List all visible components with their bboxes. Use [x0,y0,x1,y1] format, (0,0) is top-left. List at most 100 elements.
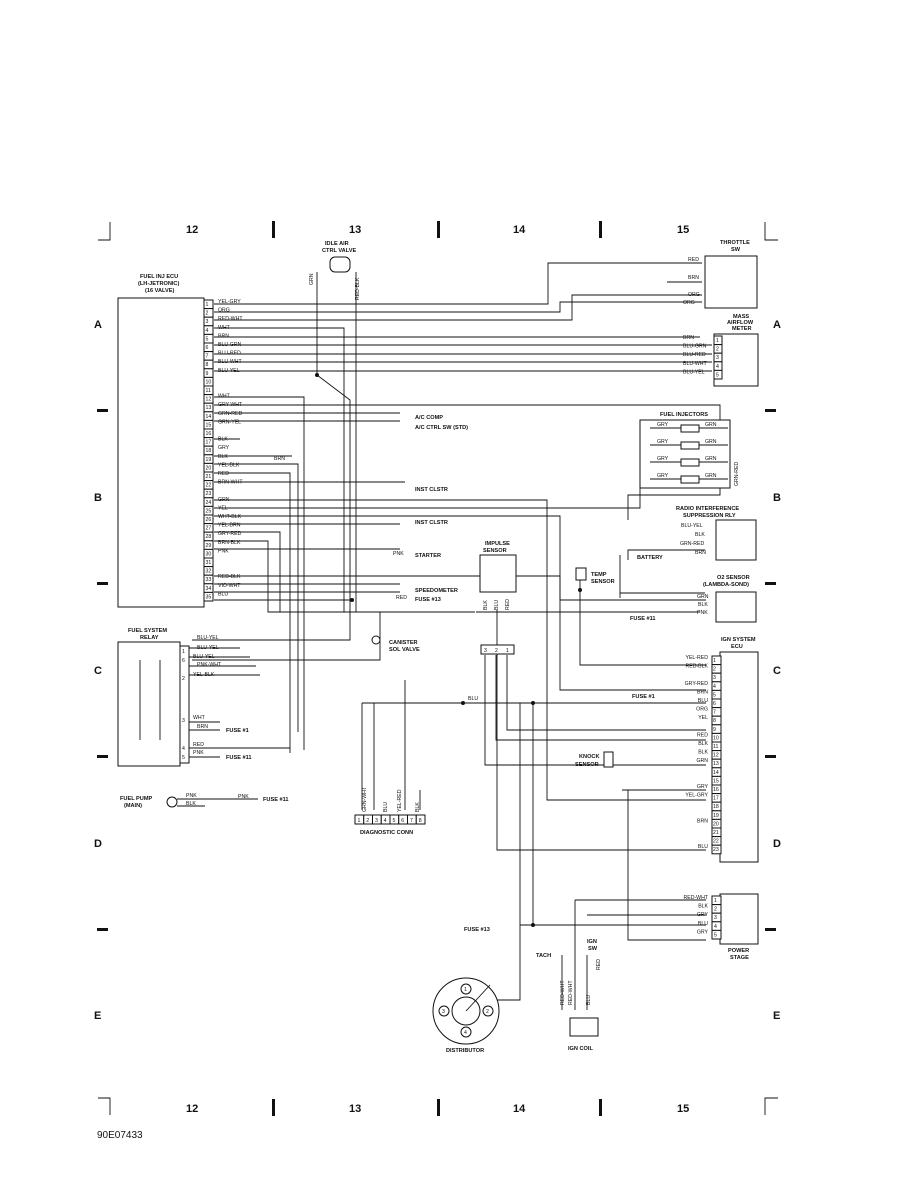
o2-title-1: O2 SENSOR [717,575,750,581]
ecu-pin-number: 23 [206,491,212,497]
injectors-side-wire: GRN-RED [734,462,740,486]
relay-title-1: FUEL SYSTEM [128,628,167,634]
tach-label: TACH [536,953,551,959]
diag-pin-number: 2 [366,818,369,824]
fuel-system-relay: FUEL SYSTEM RELAY 1 2 6 3 4 5 BLU-YEL BL… [117,628,290,767]
relay-pin-1: 1 [182,649,185,655]
radio-wire-2: BLK [695,532,705,538]
label-blu-junction: BLU [468,696,478,702]
ecu-pin-number: 24 [206,500,212,506]
label-fuse-13: FUSE #13 [415,597,441,603]
col-label-12-top: 12 [186,224,198,236]
ign-pin-number: 8 [713,718,716,724]
ign-ecu-title-2: ECU [731,644,743,650]
diag-title: DIAGNOSTIC CONN [360,830,413,836]
diag-pin-number: 5 [393,818,396,824]
temp-title-1: TEMP [591,572,607,578]
power-pin-number: 3 [714,915,717,921]
o2-fuse: FUSE #11 [630,616,656,622]
row-label-c-left: C [94,665,102,677]
o2-wire-1: GRN [697,594,709,600]
ecu-pin-wire: WHT-BLK [218,514,242,520]
ecu-pin-number: 20 [206,465,212,471]
knock-sensor: KNOCK SENSOR [575,751,614,768]
relay-pin-6: 6 [182,658,185,664]
wire-harness [192,262,721,1010]
ign-pin-wire: RED-BLK [686,664,709,670]
impulse-pin-1: 1 [506,648,509,654]
ign-pin-number: 22 [713,839,719,845]
corner-marks [97,221,778,1116]
ecu-pin-wire: YEL-GRY [218,299,241,305]
pump-title-1: FUEL PUMP [120,796,152,802]
col-label-13-bottom: 13 [349,1103,361,1115]
injector-left-wire: GRY [657,439,669,445]
impulse-title-1: IMPULSE [485,541,510,547]
impulse-wire-3: RED [505,599,511,610]
ign-pin-number: 2 [713,667,716,673]
ecu-pin-wire: PNK [218,548,229,554]
diag-wire-1: GRN-WHT [362,786,368,812]
power-pin-number: 1 [714,898,717,904]
label-ac-comp: A/C COMP [415,415,443,421]
ecu-pin-number: 27 [206,526,212,532]
ecu-pin-wire: BRN [218,333,229,339]
ign-pin-number: 12 [713,753,719,759]
battery-label: BATTERY [637,555,663,561]
ign-pin-wire: BLK [698,750,708,756]
ecu-pin-number: 7 [206,354,209,360]
row-label-b-right: B [773,492,781,504]
ecu-pin-number: 6 [206,345,209,351]
dist-terminal-1: 1 [464,987,467,993]
fuel-pump: FUEL PUMP (MAIN) PNK BLK PNK FUSE #11 [120,793,289,809]
diag-pin-number: 7 [410,818,413,824]
ign-pin-wire: GRY [697,784,709,790]
row-label-d-left: D [94,838,102,850]
power-title-2: STAGE [730,955,749,961]
throttle-title-2: SW [731,247,741,253]
maf-pin-wire: BLU-GRN [683,344,707,350]
pump-title-2: (MAIN) [124,803,142,809]
ecu-pin-number: 26 [206,517,212,523]
maf-title-3: METER [732,326,752,332]
row-label-e-right: E [773,1010,780,1022]
idle-air-wire-left: GRN [309,273,315,285]
pump-wire-3: PNK [238,794,249,800]
ecu-pin-number: 5 [206,336,209,342]
power-pin-box [711,929,722,940]
diag-pin-number: 8 [419,818,422,824]
knock-title-2: SENSOR [575,762,599,768]
label-inst-clstr-2: INST CLSTR [415,520,448,526]
ign-coil: RED-WHT RED-WHT BLU RED IGN COIL [560,959,602,1052]
ecu-pin-wire: VIO-WHT [218,583,241,589]
ecu-pin-wire: BRN-WHT [218,480,243,486]
ecu-pin-wire: GRN-YEL [218,419,241,425]
radio-interference-relay: RADIO INTERFERENCE SUPPRESSION RLY BLU-Y… [637,506,757,561]
ecu-pin-wire: RED-BLK [218,574,241,580]
relay-wire-6: WHT [193,715,206,721]
ign-pin-wire: ORG [696,707,708,713]
ign-pin-wire: BLK [698,741,708,747]
radio-wire-1: BLU-YEL [681,523,703,529]
ecu-pin-number: 34 [206,586,212,592]
label-ac-ctrl: A/C CTRL SW (STD) [415,425,468,431]
ecu-pin-number: 18 [206,448,212,454]
impulse-pin-3: 3 [484,648,487,654]
injector-left-wire: GRY [657,473,669,479]
col-label-13-top: 13 [349,224,361,236]
ecu-pin-number: 21 [206,474,212,480]
ign-sw-title-1: IGN [587,939,597,945]
relay-wire-8: RED [193,742,204,748]
coil-wire-2: RED-WHT [568,980,574,1005]
dist-terminal-4: 4 [464,1030,467,1036]
diag-pin-number: 6 [401,818,404,824]
coil-wire-1: RED-WHT [560,980,566,1005]
o2-wire-2: BLK [698,602,708,608]
ecu-pin-wire: BLK [218,454,228,460]
label-inst-clstr-1: INST CLSTR [415,487,448,493]
ign-pin-number: 23 [713,847,719,853]
injector-body [680,458,700,467]
o2-sensor: O2 SENSOR (LAMBDA-SOND) GRN BLK PNK FUSE… [630,575,757,623]
